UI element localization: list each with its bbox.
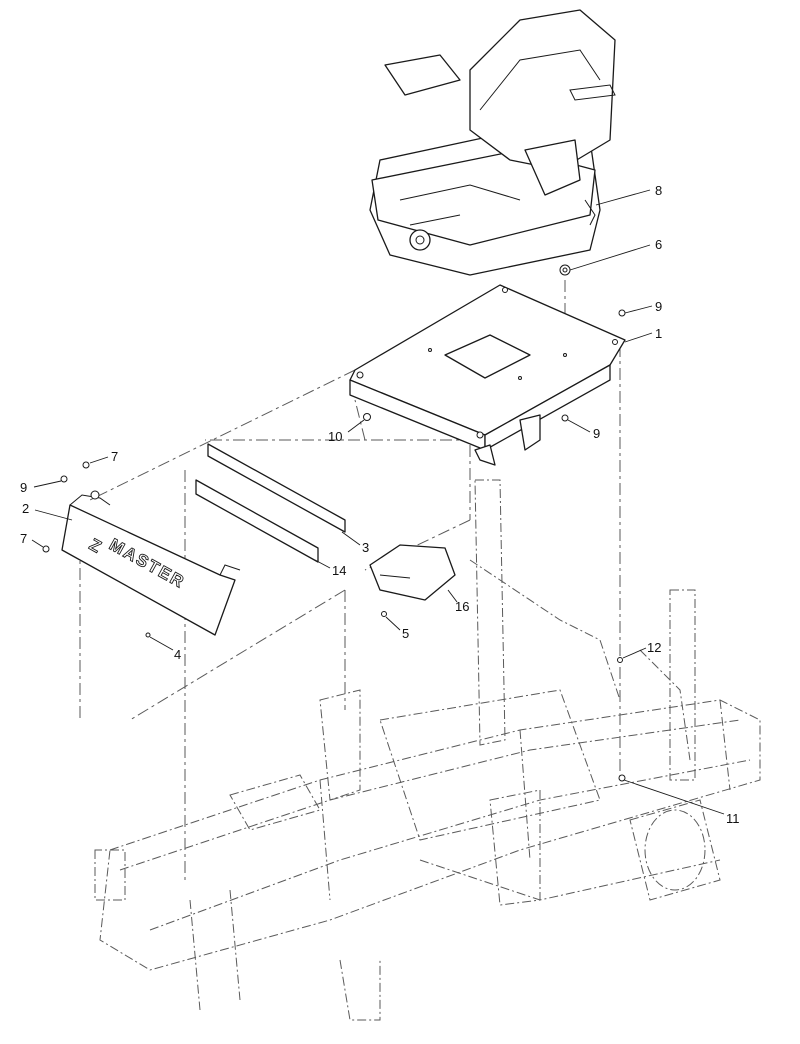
seat — [369, 9, 616, 276]
seat-strips — [195, 443, 346, 563]
callout-10: 10 — [328, 429, 342, 444]
callout-2: 2 — [22, 501, 29, 516]
callout-14: 14 — [332, 563, 346, 578]
callout-9a: 9 — [655, 299, 662, 314]
callout-1: 1 — [655, 326, 662, 341]
callout-7b: 7 — [20, 531, 27, 546]
callout-9c: 9 — [20, 480, 27, 495]
control-panel: Z MASTER — [61, 490, 241, 636]
callout-6: 6 — [655, 237, 662, 252]
callout-8: 8 — [655, 183, 662, 198]
callout-11: 11 — [726, 811, 740, 826]
seat-plate — [349, 284, 626, 466]
callout-12: 12 — [647, 640, 661, 655]
callout-4: 4 — [174, 647, 181, 662]
mower-frame — [94, 479, 761, 1021]
callout-5: 5 — [402, 626, 409, 641]
pad — [369, 544, 456, 601]
callout-3: 3 — [362, 540, 369, 555]
callout-9b: 9 — [593, 426, 600, 441]
callout-7a: 7 — [111, 449, 118, 464]
callout-labels: 8 6 9 1 9 10 7 9 2 7 3 14 16 5 4 12 11 — [20, 183, 740, 826]
hardware — [42, 264, 626, 782]
callout-16: 16 — [455, 599, 469, 614]
leader-lines — [31, 189, 725, 815]
